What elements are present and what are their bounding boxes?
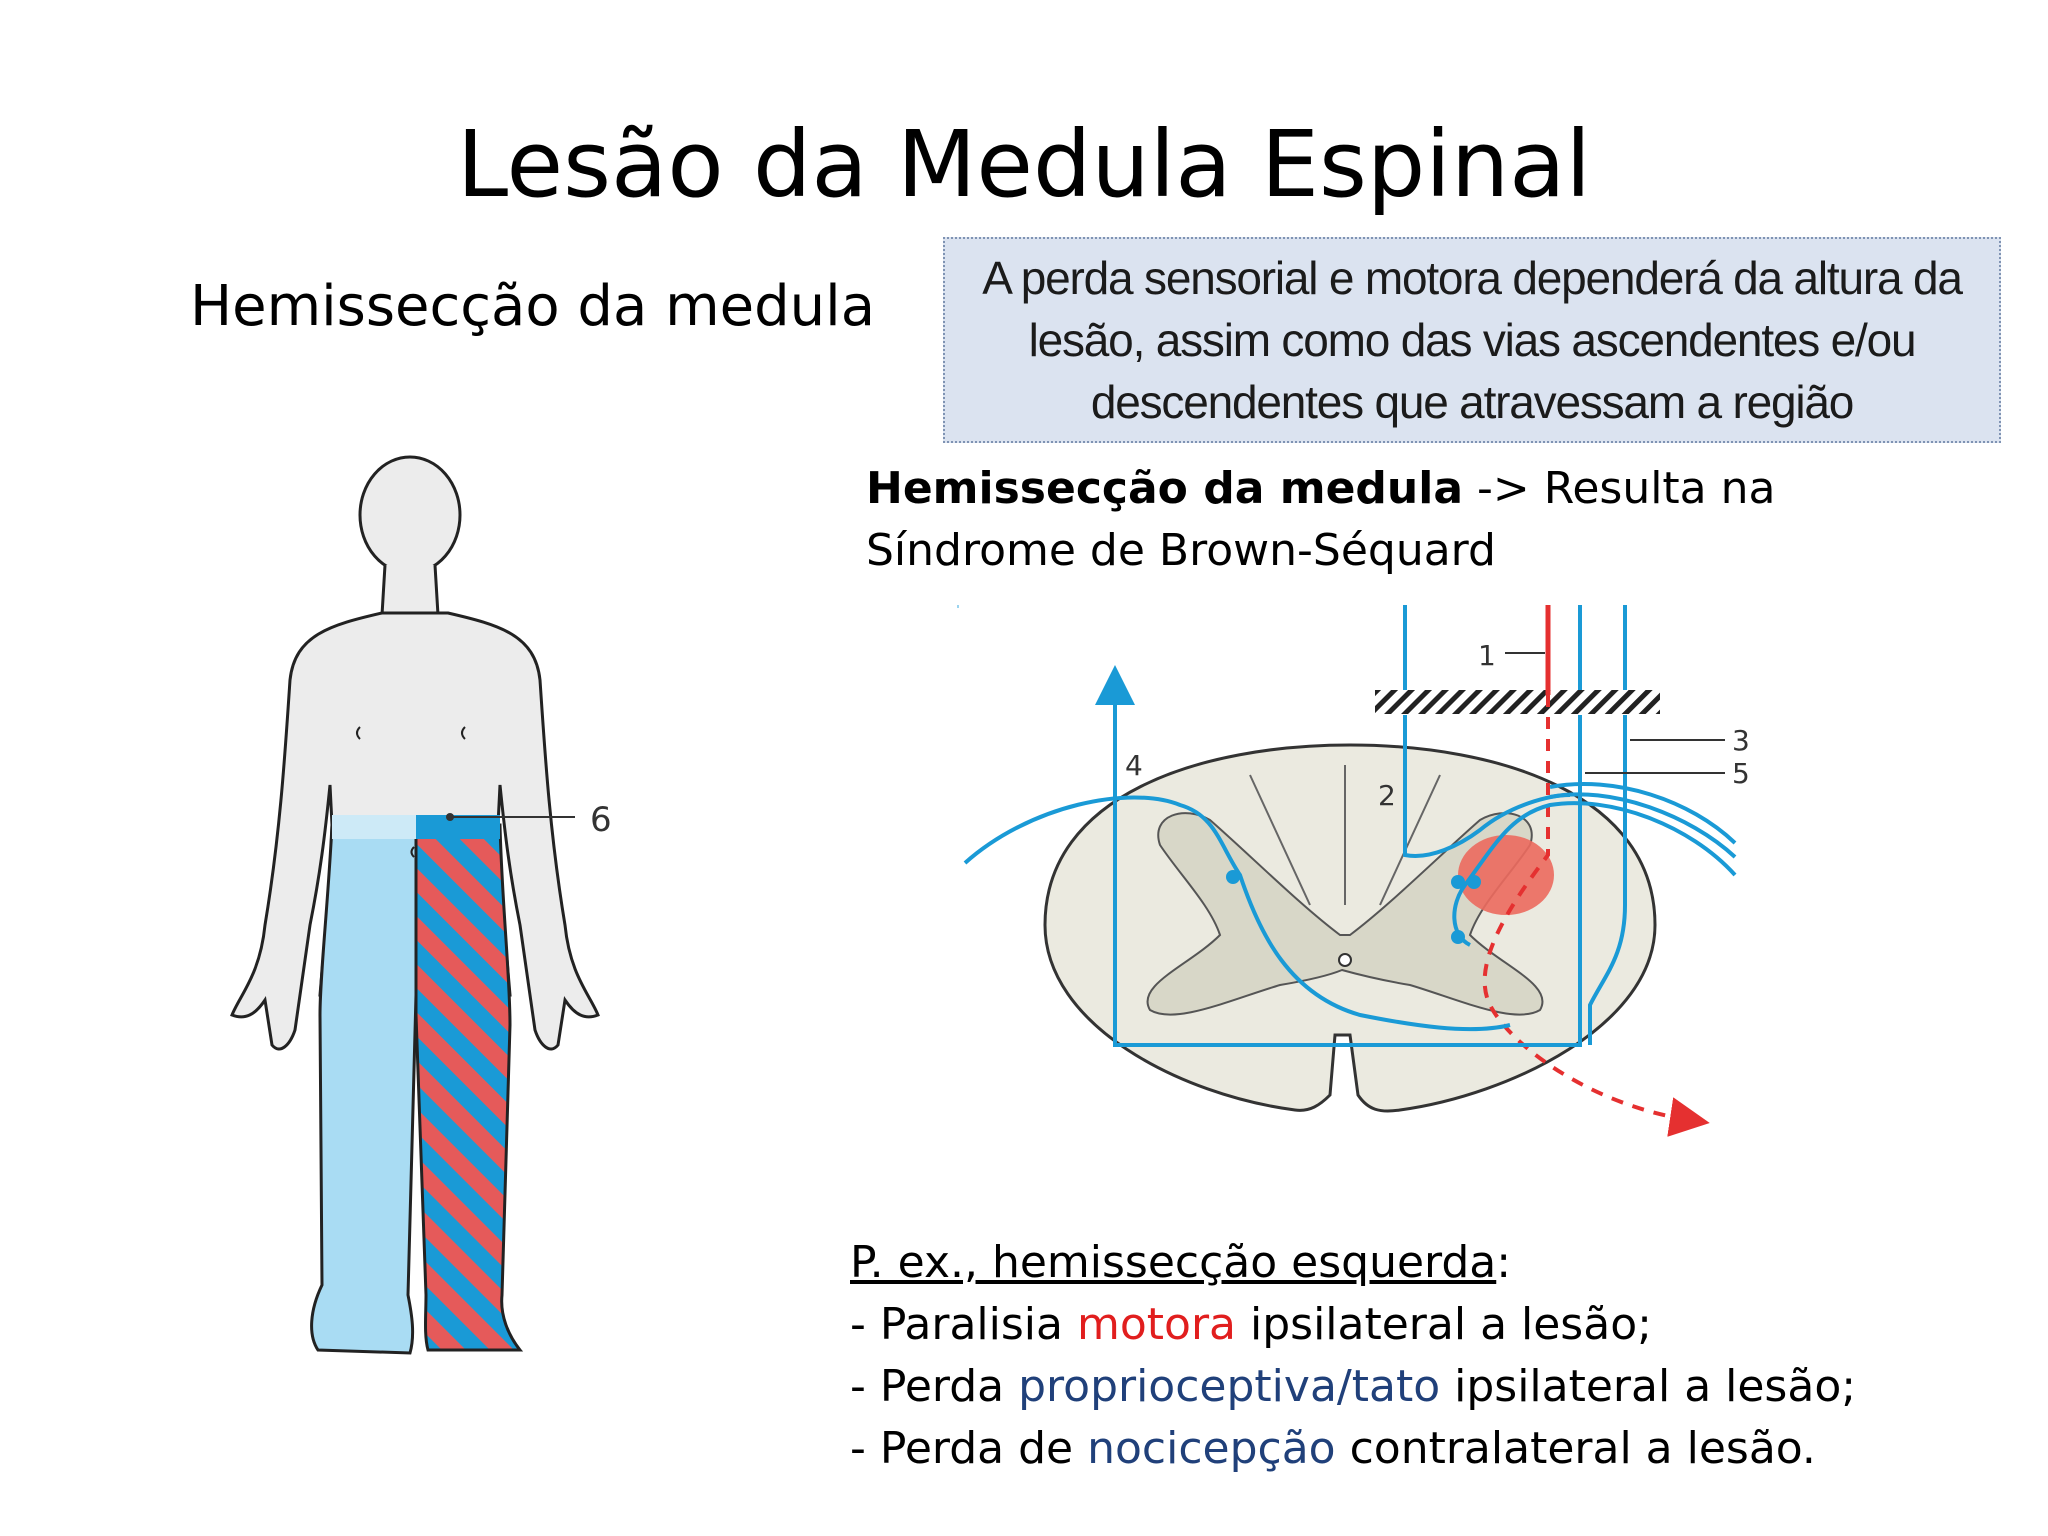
label-3: 3 [1732,724,1750,757]
highlight-proprioceptiva: proprioceptiva/tato [1018,1361,1441,1412]
intro-rest: -> Resulta na Síndrome de Brown-Séquard [866,463,1776,576]
example-line-3: - Perda de nocicepção contralateral a le… [850,1423,1816,1474]
slide-title: Lesão da Medula Espinal [456,111,1592,218]
lesion [1458,835,1554,915]
hatched-bar [1375,690,1660,714]
note-box: A perda sensorial e motora dependerá da … [943,237,2001,443]
dorsal-root-left [963,795,1511,1032]
cord-outline [1043,743,1657,1113]
slide-subtitle: Hemissecção da medula [190,274,876,339]
central-canal [1338,953,1352,967]
nipple-right [461,726,466,740]
label-1: 1 [1478,639,1496,672]
examples-list: P. ex., hemissecção esquerda: - Paralisi… [850,1232,2030,1480]
leg-right-lightblue [310,823,418,1355]
body-figure: 6 [230,455,612,1355]
highlight-nocicepcao: nocicepção [1087,1423,1336,1474]
highlight-motora: motora [1076,1299,1236,1350]
intro-text: Hemissecção da medula -> Resulta na Sínd… [866,458,1966,582]
grey-matter [1146,812,1544,1016]
label-4: 4 [1125,749,1143,782]
spinal-cord-figure: 1 2 3 4 5 [957,605,1750,1137]
note-text: A perda sensorial e motora dependerá da … [982,252,1963,428]
hip-band-blue [416,815,500,839]
body-neck [380,564,440,617]
examples-heading: P. ex., hemissecção esquerda [850,1237,1497,1288]
hip-band-light [332,815,416,839]
leg-left-striped [414,823,524,1352]
body-head [358,455,462,575]
nipple-left [356,726,361,740]
label-6: 6 [590,800,612,840]
intro-bold: Hemissecção da medula [866,463,1464,514]
label-5: 5 [1732,757,1750,790]
example-line-2: - Perda proprioceptiva/tato ipsilateral … [850,1361,1857,1412]
dorsal-root-right [1452,801,1737,947]
examples-heading-line: P. ex., hemissecção esquerda: [850,1237,1512,1288]
navel [410,846,415,858]
example-line-1: - Paralisia motora ipsilateral a lesão; [850,1299,1652,1350]
label-2: 2 [1378,779,1396,812]
